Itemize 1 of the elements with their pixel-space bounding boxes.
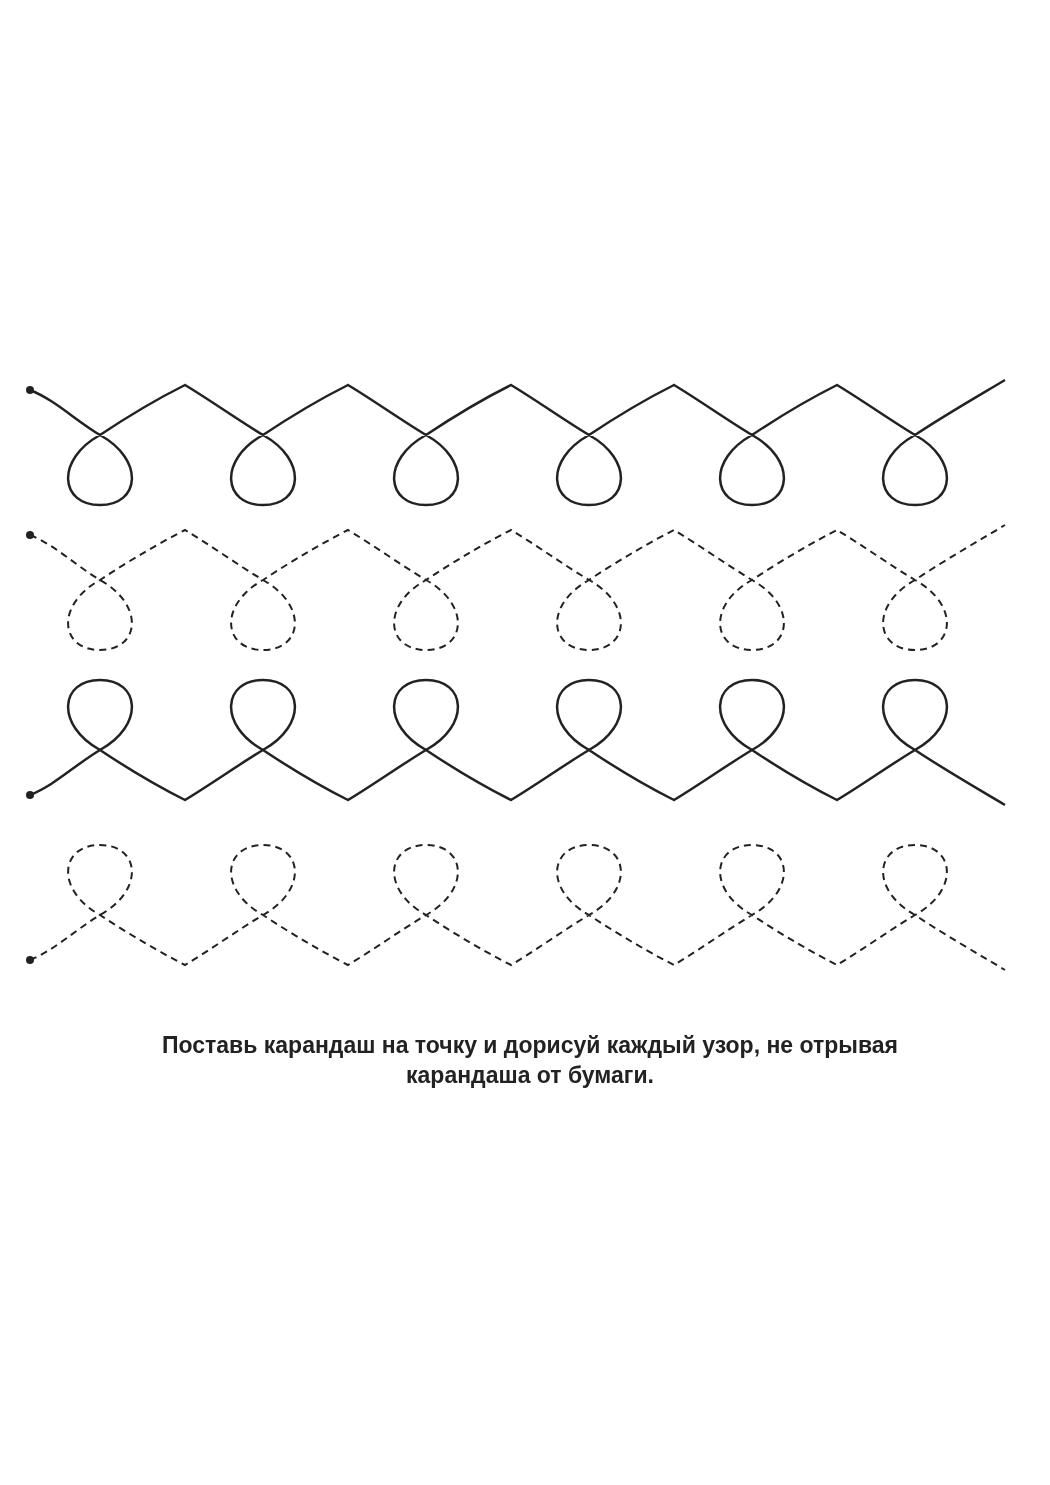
instruction-text: Поставь карандаш на точку и дорисуй каждый узор, не отрывая карандаша от бумаги. [161,1031,899,1090]
